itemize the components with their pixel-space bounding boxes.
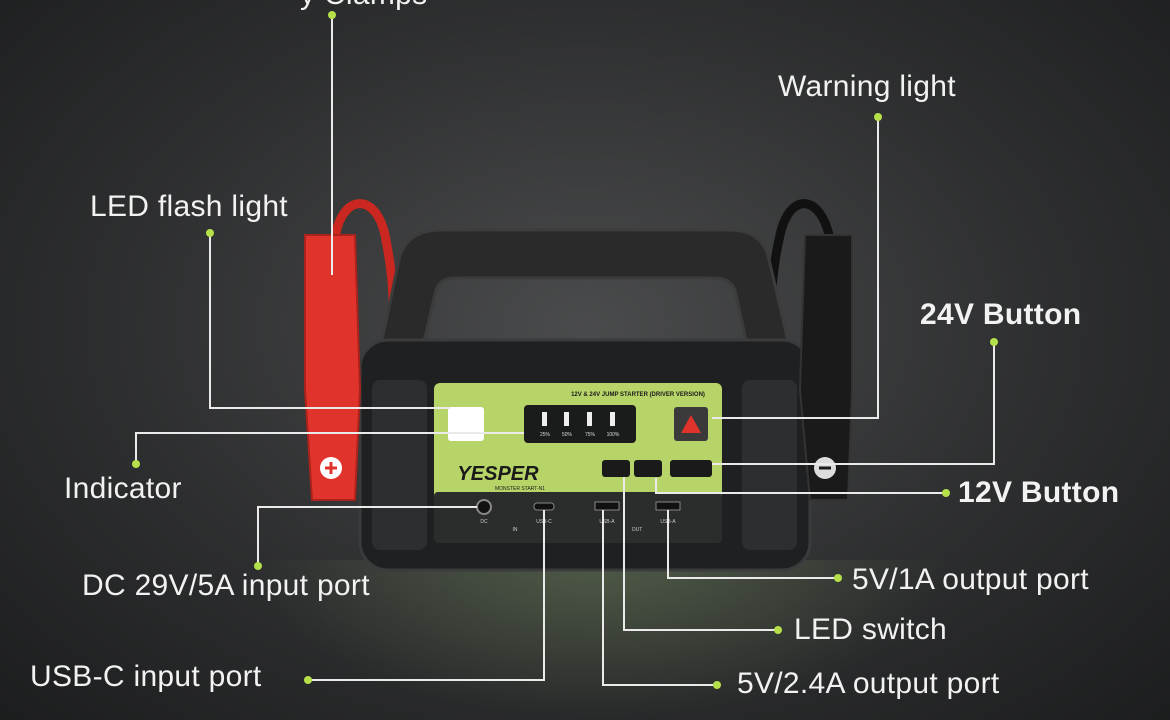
dc-port <box>476 499 492 515</box>
panel-title: 12V & 24V JUMP STARTER (DRIVER VERSION) <box>571 392 705 398</box>
callout-12v <box>655 478 945 494</box>
level-bar-2 <box>564 412 569 426</box>
dot-24v <box>990 338 998 346</box>
callout-dc <box>257 506 477 565</box>
port-label-usba-1: USB-A <box>599 519 615 525</box>
callout-24v <box>712 344 995 465</box>
dot-led-flash <box>206 229 214 237</box>
level-bar-3 <box>587 412 592 426</box>
out-label: OUT <box>632 527 643 533</box>
label-led-switch: LED switch <box>794 613 948 646</box>
left-grille <box>372 380 427 550</box>
callout-usbc <box>308 510 545 681</box>
handle <box>378 228 792 352</box>
callout-led-flash <box>209 235 450 409</box>
callout-led-switch <box>623 477 778 631</box>
brand-logo: YESPER <box>457 463 539 485</box>
lower-panel <box>434 492 722 543</box>
label-24v-button: 24V Button <box>920 298 1082 331</box>
dot-usbc <box>304 676 312 684</box>
dot-5v24a <box>713 681 721 689</box>
callout-lines <box>135 18 995 686</box>
led-flash-lens <box>448 407 484 441</box>
dot-12v <box>942 489 950 497</box>
warning-triangle-icon <box>681 415 701 433</box>
label-5v24a-output: 5V/2.4A output port <box>737 667 1000 700</box>
led-switch-button <box>602 460 630 477</box>
in-label: IN <box>513 527 518 533</box>
callout-dots <box>132 11 998 689</box>
plus-icon <box>325 462 337 474</box>
level-bar-1 <box>542 412 547 426</box>
callout-5v24a <box>602 510 717 686</box>
label-warning-light: Warning light <box>778 70 956 103</box>
label-dc-input: DC 29V/5A input port <box>82 569 370 602</box>
label-clamps: y Clamps <box>300 0 427 12</box>
port-label-dc: DC <box>480 519 488 525</box>
callout-warning <box>712 118 879 419</box>
callout-indicator <box>135 432 524 463</box>
level-label-2: 50% <box>562 432 573 438</box>
level-label-3: 75% <box>585 432 596 438</box>
label-usbc-input: USB-C input port <box>30 660 262 693</box>
indicator-window <box>524 405 636 443</box>
usba-port-1 <box>594 501 620 511</box>
floor-reflection <box>250 560 950 720</box>
button-12v <box>634 460 662 477</box>
black-clamp <box>798 234 853 501</box>
dot-clamp <box>328 11 336 19</box>
level-bar-4 <box>610 412 615 426</box>
dot-5v1a <box>834 574 842 582</box>
dot-warning <box>874 113 882 121</box>
dot-dc <box>254 562 262 570</box>
usba-port-2 <box>655 501 681 511</box>
dot-indicator <box>132 460 140 468</box>
label-5v1a-output: 5V/1A output port <box>852 563 1089 596</box>
button-24v <box>670 460 712 477</box>
level-label-1: 25% <box>540 432 551 438</box>
label-12v-button: 12V Button <box>958 476 1120 509</box>
callout-5v1a <box>667 510 838 579</box>
label-led-flash-light: LED flash light <box>90 190 288 223</box>
usbc-port <box>533 502 555 511</box>
label-indicator: Indicator <box>64 472 182 505</box>
model-name: MONSTER START-N1 <box>495 486 545 492</box>
level-label-4: 100% <box>607 432 620 438</box>
dot-led-switch <box>774 626 782 634</box>
